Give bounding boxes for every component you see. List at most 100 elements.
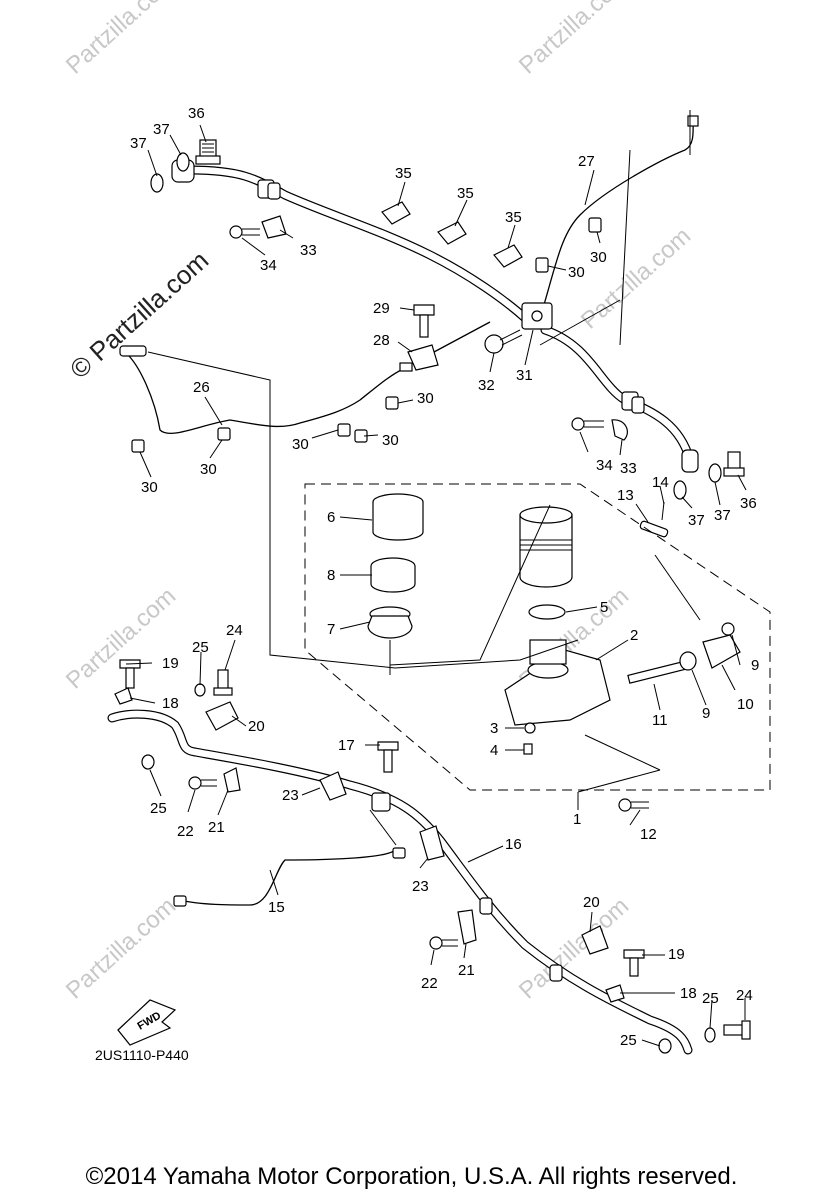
union-bolt-36-right bbox=[723, 451, 745, 477]
callout-33: 33 bbox=[300, 242, 317, 259]
bracket-28 bbox=[407, 321, 491, 371]
callout-20: 20 bbox=[583, 894, 600, 911]
callout-36: 36 bbox=[740, 495, 757, 512]
callout-24: 24 bbox=[736, 987, 753, 1004]
callout-37: 37 bbox=[153, 121, 170, 138]
bolt-17 bbox=[377, 741, 399, 773]
callout-37: 37 bbox=[714, 507, 731, 524]
callout-35: 35 bbox=[395, 165, 412, 182]
callout-2: 2 bbox=[630, 627, 638, 644]
callout-22: 22 bbox=[421, 975, 438, 992]
callout-18: 18 bbox=[162, 695, 179, 712]
watermark-main: © Partzilla.com bbox=[64, 245, 214, 385]
bolt-22-left bbox=[188, 776, 217, 790]
clamp-23-lower bbox=[419, 825, 445, 861]
callout-33: 33 bbox=[620, 460, 637, 477]
assembly-boundary bbox=[304, 483, 771, 791]
callout-30: 30 bbox=[590, 249, 607, 266]
callout-21: 21 bbox=[458, 962, 475, 979]
watermark: Partzilla.com bbox=[61, 892, 181, 1004]
callout-29: 29 bbox=[373, 300, 390, 317]
callout-8: 8 bbox=[327, 567, 335, 584]
callout-19: 19 bbox=[162, 655, 179, 672]
callout-7: 7 bbox=[327, 621, 335, 638]
callout-36: 36 bbox=[188, 105, 205, 122]
callout-32: 32 bbox=[478, 377, 495, 394]
callout-11: 11 bbox=[652, 712, 668, 729]
callout-10: 10 bbox=[737, 696, 754, 713]
hose-clamp-5 bbox=[528, 604, 566, 620]
callout-19: 19 bbox=[668, 946, 685, 963]
callout-34: 34 bbox=[260, 257, 277, 274]
copyright-notice: ©2014 Yamaha Motor Corporation, U.S.A. A… bbox=[85, 1163, 738, 1190]
clamps-35 bbox=[381, 201, 523, 268]
leader-lines bbox=[125, 110, 747, 1047]
callout-37: 37 bbox=[688, 512, 705, 529]
callout-21: 21 bbox=[208, 819, 225, 836]
callout-16: 16 bbox=[505, 836, 522, 853]
bolt-34-right bbox=[571, 417, 628, 441]
fwd-arrow-icon: FWD bbox=[117, 999, 177, 1046]
callout-9: 9 bbox=[751, 657, 759, 674]
watermark: Partzilla.com bbox=[576, 222, 696, 334]
watermark: Partzilla.com bbox=[61, 582, 181, 694]
brake-pipe-27 bbox=[539, 115, 699, 319]
callout-30: 30 bbox=[292, 436, 309, 453]
clamp-20-lower bbox=[581, 925, 609, 955]
lower-brake-hose-16 bbox=[107, 709, 693, 1055]
callout-34: 34 bbox=[596, 457, 613, 474]
clip-21-left bbox=[223, 767, 241, 793]
callout-25: 25 bbox=[702, 990, 719, 1007]
pin-13 bbox=[639, 501, 669, 538]
callout-26: 26 bbox=[193, 379, 210, 396]
callout-23: 23 bbox=[282, 787, 299, 804]
callout-30: 30 bbox=[417, 390, 434, 407]
watermark: Partzilla.com bbox=[61, 0, 181, 79]
callout-30: 30 bbox=[568, 264, 585, 281]
clip-21-lower bbox=[457, 909, 477, 945]
callout-23: 23 bbox=[412, 878, 429, 895]
callout-37: 37 bbox=[130, 135, 147, 152]
union-bolt-36-top bbox=[195, 139, 221, 165]
diaphragm-7 bbox=[367, 606, 413, 639]
clips-30 bbox=[131, 217, 602, 453]
master-cylinder-2 bbox=[504, 639, 611, 726]
callouts: 36 37 37 35 35 35 27 30 30 33 34 29 28 3… bbox=[130, 105, 759, 1049]
callout-18: 18 bbox=[680, 985, 697, 1002]
reservoir-cap-6 bbox=[372, 493, 424, 541]
callout-12: 12 bbox=[640, 826, 657, 843]
callout-28: 28 bbox=[373, 332, 390, 349]
bolt-22-lower bbox=[429, 936, 458, 950]
joint-31 bbox=[521, 302, 553, 330]
watermark: Partzilla.com bbox=[514, 0, 634, 79]
callout-25: 25 bbox=[620, 1032, 637, 1049]
callout-4: 4 bbox=[490, 742, 498, 759]
callout-25: 25 bbox=[192, 639, 209, 656]
bracket-10 bbox=[702, 634, 741, 669]
callout-22: 22 bbox=[177, 823, 194, 840]
callout-27: 27 bbox=[578, 153, 595, 170]
bolt-32 bbox=[484, 329, 523, 354]
brake-pipe-15 bbox=[173, 847, 406, 907]
callout-14: 14 bbox=[652, 474, 669, 491]
callout-20: 20 bbox=[248, 718, 265, 735]
bolt-24-lower bbox=[723, 1020, 751, 1040]
callout-24: 24 bbox=[226, 622, 243, 639]
bolt-12 bbox=[618, 798, 649, 812]
bolt-29 bbox=[413, 304, 435, 338]
callout-9: 9 bbox=[702, 705, 710, 722]
clamp-23-upper bbox=[319, 771, 347, 801]
callout-30: 30 bbox=[200, 461, 217, 478]
callout-17: 17 bbox=[338, 737, 355, 754]
callout-35: 35 bbox=[505, 209, 522, 226]
reservoir-body bbox=[519, 506, 573, 588]
bolt-19-lower bbox=[623, 949, 645, 977]
callout-13: 13 bbox=[617, 487, 634, 504]
bolt-11 bbox=[627, 660, 687, 684]
clamp-20-left bbox=[205, 701, 239, 731]
callout-31: 31 bbox=[516, 367, 533, 384]
callout-25: 25 bbox=[150, 800, 167, 817]
callout-15: 15 bbox=[268, 899, 285, 916]
bolt-34-top bbox=[229, 215, 287, 239]
